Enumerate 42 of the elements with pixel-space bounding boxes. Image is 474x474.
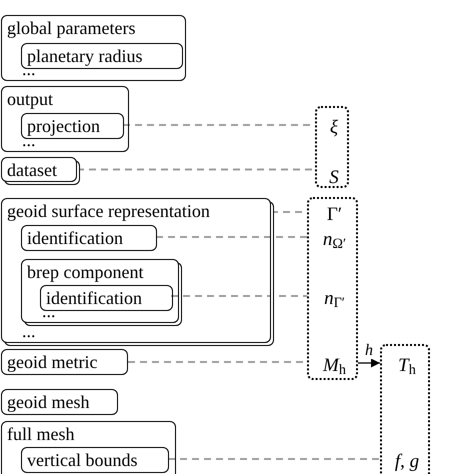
field-box — [40, 285, 173, 311]
dotted-box — [307, 197, 358, 380]
field-label: geoid surface representation — [7, 202, 210, 220]
field-label: geoid metric — [7, 353, 98, 371]
field-label: output — [7, 90, 54, 108]
dashed-connector — [168, 458, 380, 460]
ellipsis: ... — [22, 322, 36, 340]
math-symbol: S — [329, 168, 339, 186]
math-symbol: n$_{Γ′}$ — [324, 288, 345, 308]
field-box — [21, 447, 169, 473]
math-symbol: f, g — [394, 452, 420, 470]
field-box — [21, 113, 124, 139]
dotted-box — [380, 344, 430, 474]
field-label: dataset — [7, 161, 57, 179]
field-box — [21, 43, 183, 69]
field-box — [1, 349, 128, 375]
math-symbol: M$_{h}$ — [323, 356, 346, 374]
math-symbol: ξ — [330, 118, 338, 136]
field-label: geoid mesh — [7, 393, 90, 411]
group-box — [1, 421, 176, 474]
field-box — [1, 157, 77, 182]
field-box — [1, 389, 118, 415]
field-label: identification — [27, 229, 123, 247]
group-box — [1, 86, 129, 152]
field-label: identification — [46, 289, 142, 307]
edge-label: h — [364, 343, 374, 359]
group-box — [21, 259, 179, 323]
dashed-connector — [171, 295, 307, 297]
dashed-connector — [77, 168, 315, 170]
math-symbol: Γ′ — [326, 204, 342, 224]
field-label: full mesh — [7, 425, 74, 443]
field-label: brep component — [27, 263, 144, 281]
group-box — [1, 15, 186, 81]
field-label: global parameters — [7, 19, 136, 37]
group-box — [1, 198, 271, 343]
field-box — [21, 225, 157, 251]
arrow — [358, 358, 380, 368]
field-label: vertical bounds — [27, 451, 138, 469]
dotted-box — [315, 106, 349, 188]
dashed-connector — [156, 236, 307, 238]
math-symbol: n$_{Ω′}$ — [322, 230, 346, 248]
math-symbol: T$_{h}$ — [398, 356, 416, 374]
